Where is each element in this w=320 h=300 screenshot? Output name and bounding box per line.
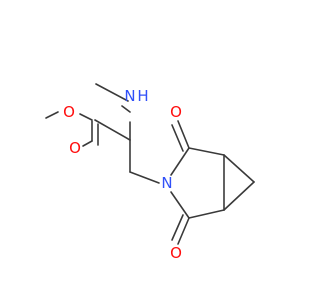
bond-o-ester-carbonyl-c xyxy=(79,113,93,121)
atom-label-o-imide-top: O xyxy=(170,103,182,121)
atom-label-o-imide-bottom: O xyxy=(170,244,182,262)
atom-label-n-amine: N xyxy=(124,87,135,105)
bond-top-co-double-a xyxy=(177,120,190,149)
bond-top-c-bridgehead xyxy=(188,147,225,156)
bond-ch2-imide-n xyxy=(129,171,160,184)
bond-cyclopropane-bottom xyxy=(223,181,255,211)
bond-bottom-co-double-a xyxy=(177,217,190,245)
bond-amine-methyl xyxy=(121,105,131,113)
bond-carbonyl-oxygen xyxy=(82,140,93,147)
atom-label-o-carbonyl: O xyxy=(69,139,81,157)
bond-amine-methyl-2 xyxy=(95,83,129,102)
bond-cyclopropane-top xyxy=(223,154,255,183)
bond-bottom-c-bridgehead xyxy=(188,209,225,219)
bond-imide-n-c-top xyxy=(170,147,190,176)
atom-label-h-amine: H xyxy=(137,87,148,105)
bond-bottom-co-double-b xyxy=(171,214,184,241)
molecule-structure: O O N H N O O xyxy=(45,83,255,262)
bond-imide-n-c-bottom xyxy=(170,191,190,219)
bond-carbonyl-alpha xyxy=(94,119,131,141)
bond-methyl-o-ester xyxy=(45,111,59,119)
atom-label-n-imide: N xyxy=(161,174,172,192)
atom-label-o-ester: O xyxy=(63,103,75,121)
bond-top-co-double-b xyxy=(171,124,184,152)
